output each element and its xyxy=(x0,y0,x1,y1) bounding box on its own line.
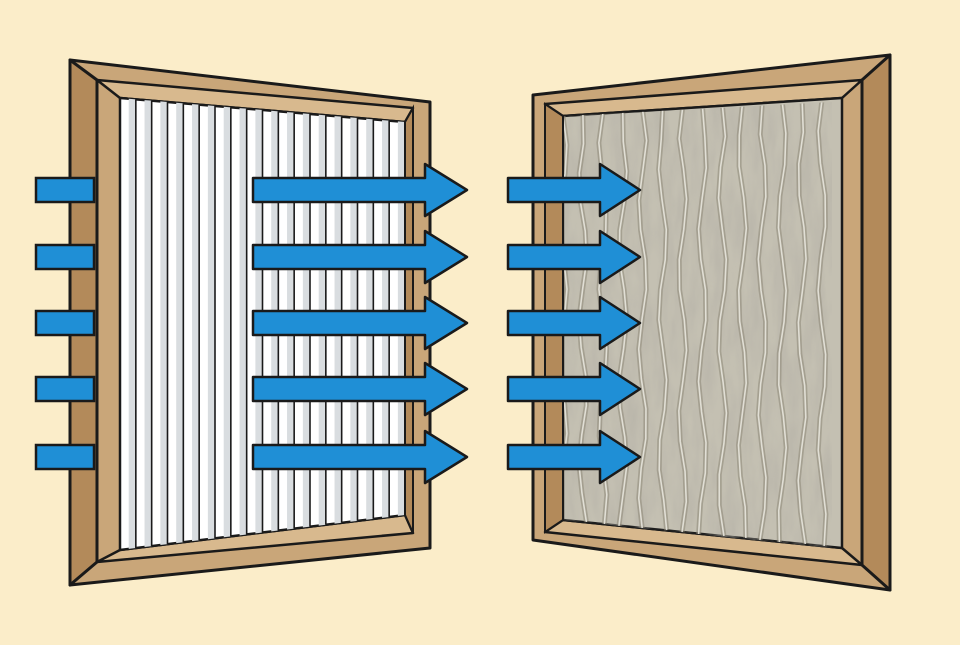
dirty-filter-inflow-arrow xyxy=(506,295,642,351)
clean-filter-inflow-arrow-stub xyxy=(34,176,96,204)
clean-pleat-shadow xyxy=(176,102,184,544)
clean-filter-inflow-arrow-stub xyxy=(34,309,96,337)
dirty-pleat-line xyxy=(717,105,728,537)
dirty-pleat-line xyxy=(637,110,648,529)
dirty-filter-inflow-arrow xyxy=(506,361,642,417)
dirty-pleat-line xyxy=(817,102,827,547)
dirty-filter-inflow-arrow xyxy=(506,162,642,218)
clean-pleat-shadow xyxy=(207,105,215,540)
dirty-pleat-line xyxy=(678,108,688,533)
clean-pleat-shadow xyxy=(239,108,247,536)
dirty-filter-inflow-arrow xyxy=(506,429,642,485)
dirty-filter-frame-side xyxy=(860,53,892,592)
clean-filter-outflow-arrow xyxy=(251,162,469,218)
dirty-pleat-line xyxy=(797,102,807,545)
clean-filter-outflow-arrow xyxy=(251,295,469,351)
clean-filter-outflow-arrow xyxy=(251,361,469,417)
dirty-pleat-line xyxy=(737,104,748,539)
airflow-arrows xyxy=(34,162,642,485)
clean-pleat-shadow xyxy=(192,104,200,542)
clean-pleat-shadow xyxy=(144,100,152,547)
clean-pleat-shadow xyxy=(223,106,231,538)
clean-pleat-shadow xyxy=(128,98,136,549)
dirty-pleat-line xyxy=(757,103,767,541)
dirty-filter-inflow-arrow xyxy=(506,229,642,285)
dirty-pleat-line xyxy=(657,109,668,531)
clean-filter-inflow-arrow-stub xyxy=(34,243,96,271)
clean-pleat-shadow xyxy=(160,101,168,546)
dirty-pleat-line xyxy=(777,102,788,543)
dirty-pleat-line xyxy=(697,106,708,535)
clean-filter-outflow-arrow xyxy=(251,229,469,285)
clean-filter-inflow-arrow-stub xyxy=(34,443,96,471)
clean-filter-outflow-arrow xyxy=(251,429,469,485)
clean-filter-inflow-arrow-stub xyxy=(34,375,96,403)
